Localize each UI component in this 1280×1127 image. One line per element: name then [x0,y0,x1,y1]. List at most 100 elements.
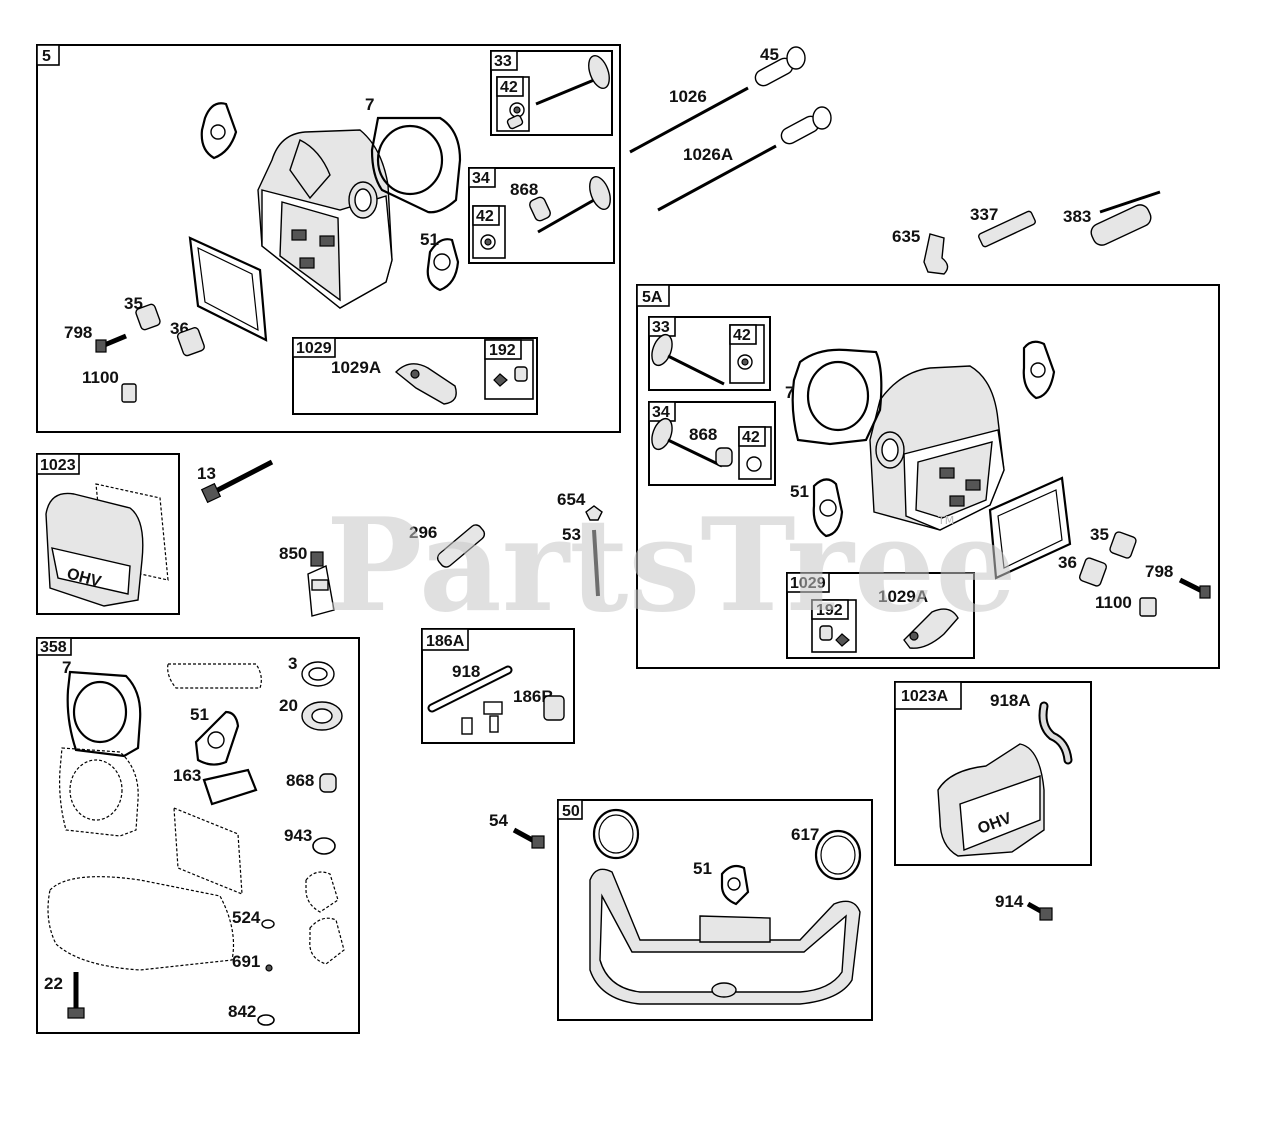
callout-654: 654 [557,490,586,509]
group-42-tag: 42 [500,79,518,96]
callout-51: 51 [790,482,809,501]
o-ring-icon [312,837,336,855]
group-33-tag: 33 [652,319,670,336]
clip-icon [1139,597,1157,617]
bolt-icon [1039,907,1053,921]
intake-gasket-icon [1022,340,1056,400]
callout-868: 868 [689,425,717,444]
exhaust-gasket-icon [812,478,844,538]
group-33-lower[interactable]: 33 42 [648,316,771,391]
group-186A-tag: 186A [426,633,465,650]
callout-691: 691 [232,952,260,971]
callout-13: 13 [197,464,216,483]
callout-20: 20 [279,696,298,715]
group-5A[interactable]: 5A [636,284,1220,669]
group-1029-upper[interactable]: 1029 192 1029A [292,337,538,415]
watermark-text: PartsTree [326,491,1017,641]
callout-943: 943 [284,826,312,845]
bolt-icon [200,482,222,504]
intake-gasket-icon [200,102,238,160]
callout-798: 798 [64,323,92,342]
group-1023A[interactable]: 1023A 918A OHV [894,681,1092,866]
callout-337: 337 [970,205,998,224]
o-ring-icon [261,919,275,929]
callout-383: 383 [1063,207,1091,226]
group-34-upper[interactable]: 34 42 868 [468,167,615,264]
cylinder-head-upper [257,129,393,309]
cover-gasket-icon [988,476,1072,580]
callout-524: 524 [232,908,261,927]
callout-36: 36 [1058,553,1077,572]
breather-hose-icon [429,667,511,711]
exhaust-gasket-icon [426,238,460,292]
group-42-tag: 42 [742,429,760,446]
stud-icon [436,524,486,568]
intake-gasket-icon [592,808,640,860]
callout-868: 868 [286,771,314,790]
callout-842: 842 [228,1002,256,1021]
spring-icon [135,303,161,331]
group-1029-tag: 1029 [790,575,826,592]
callout-1100: 1100 [82,368,119,387]
nut-icon [585,505,603,521]
group-1023[interactable]: 1023 OHV [36,453,180,615]
group-42-tag: 42 [476,208,494,225]
callout-1100: 1100 [1095,593,1132,612]
cylinder-head-lower [869,365,1005,531]
callout-1029A: 1029A [878,587,928,606]
group-34-tag: 34 [652,404,670,421]
group-192-tag: 192 [489,342,516,359]
sealant-tube-icon [307,564,335,617]
callout-617: 617 [791,825,819,844]
callout-45: 45 [760,45,779,64]
group-5[interactable]: 5 [36,44,621,433]
callout-918A: 918A [990,691,1031,710]
group-1029-lower[interactable]: 1029 192 1029A [786,572,975,659]
callout-51: 51 [693,859,712,878]
callout-54: 54 [489,811,508,830]
intake-valve-icon [535,78,595,106]
group-50[interactable]: 50 51 617 [557,799,873,1021]
spark-plug-icon [978,210,1036,248]
group-1023A-tag: 1023A [901,688,949,705]
callout-868: 868 [510,180,538,199]
callout-3: 3 [288,654,297,673]
bolt-icon [531,835,545,849]
callout-635: 635 [892,227,920,246]
group-358-tag: 358 [40,639,67,656]
push-rod-icon [629,86,749,154]
callout-798: 798 [1145,562,1173,581]
callout-918: 918 [452,662,480,681]
group-1029-tag: 1029 [296,340,332,357]
clip-icon [121,383,137,403]
valve-guide-icon [529,196,551,222]
o-ring-icon [257,1014,275,1026]
group-186A[interactable]: 186A 918 186B [421,628,575,744]
breather-hose-icon [1040,703,1071,763]
callout-51: 51 [190,705,209,724]
spark-plug-boot-icon [923,233,949,275]
callout-1026: 1026 [669,87,707,106]
callout-53: 53 [562,525,581,544]
spark-plug-tool-icon [1090,204,1152,246]
spring-icon [1078,557,1108,587]
callout-1026A: 1026A [683,145,733,164]
group-34-lower[interactable]: 34 42 868 [648,401,776,486]
group-50-tag: 50 [562,803,580,820]
callout-914: 914 [995,892,1024,911]
rocker-arm-icon [394,363,457,405]
callout-51: 51 [420,230,439,249]
trademark-mark: TM [937,514,954,527]
group-1023-tag: 1023 [40,457,76,474]
group-358[interactable]: 358 7 51 163 3 20 868 943 524 691 22 842 [36,637,360,1034]
callout-163: 163 [173,766,201,785]
exhaust-valve-icon [537,198,595,234]
callout-1029A: 1029A [331,358,381,377]
group-33-tag: 33 [494,53,512,70]
callout-22: 22 [44,974,63,993]
head-gasket-icon [370,116,462,214]
spring-icon [1109,531,1137,559]
group-33-upper[interactable]: 33 42 [490,50,613,136]
callout-7: 7 [62,658,71,677]
